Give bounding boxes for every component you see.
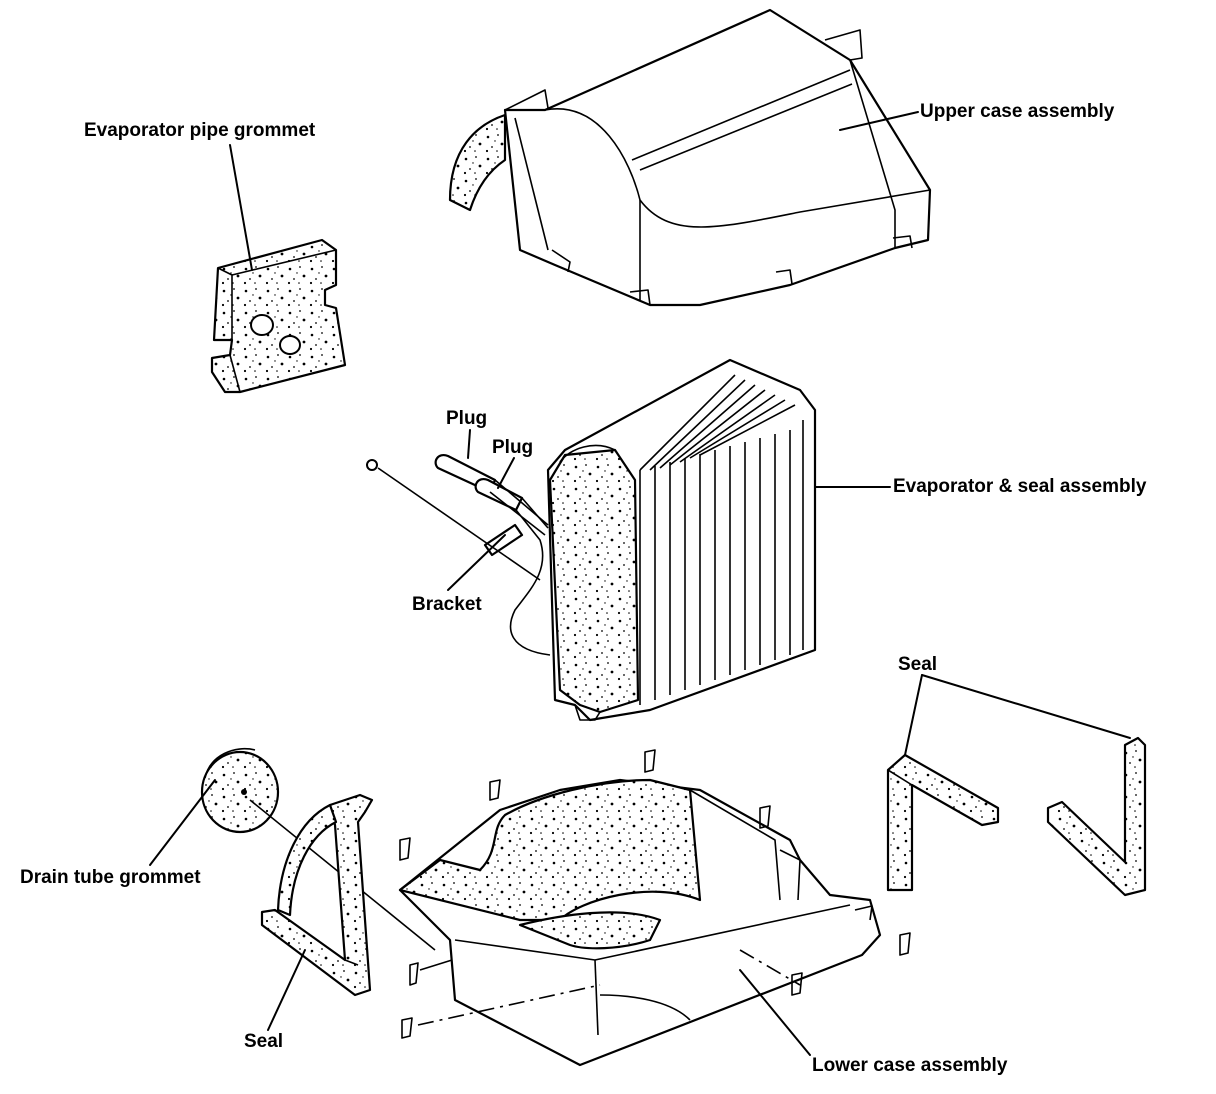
evaporator-pipe-grommet [210, 238, 347, 394]
leader-lines [149, 111, 1131, 1056]
label-plug-1: Plug [446, 408, 487, 429]
seal-right [886, 736, 1147, 897]
label-evaporator-seal-assembly: Evaporator & seal assembly [893, 476, 1147, 497]
lower-case-assembly [398, 749, 911, 1067]
label-seal-left: Seal [244, 1031, 283, 1052]
label-bracket: Bracket [412, 594, 482, 615]
drain-tube-grommet [200, 748, 436, 951]
label-seal-right: Seal [898, 654, 937, 675]
evaporator-fins [639, 374, 804, 705]
label-lower-case-assembly: Lower case assembly [812, 1055, 1008, 1076]
label-evaporator-pipe-grommet: Evaporator pipe grommet [84, 120, 316, 141]
label-plug-2: Plug [492, 437, 533, 458]
upper-case-assembly [448, 8, 932, 307]
seal-left [260, 793, 374, 997]
labels: Evaporator pipe grommet Upper case assem… [20, 101, 1147, 1076]
label-drain-tube-grommet: Drain tube grommet [20, 867, 201, 888]
label-upper-case-assembly: Upper case assembly [920, 101, 1115, 122]
evaporator-seal-assembly [366, 358, 817, 722]
